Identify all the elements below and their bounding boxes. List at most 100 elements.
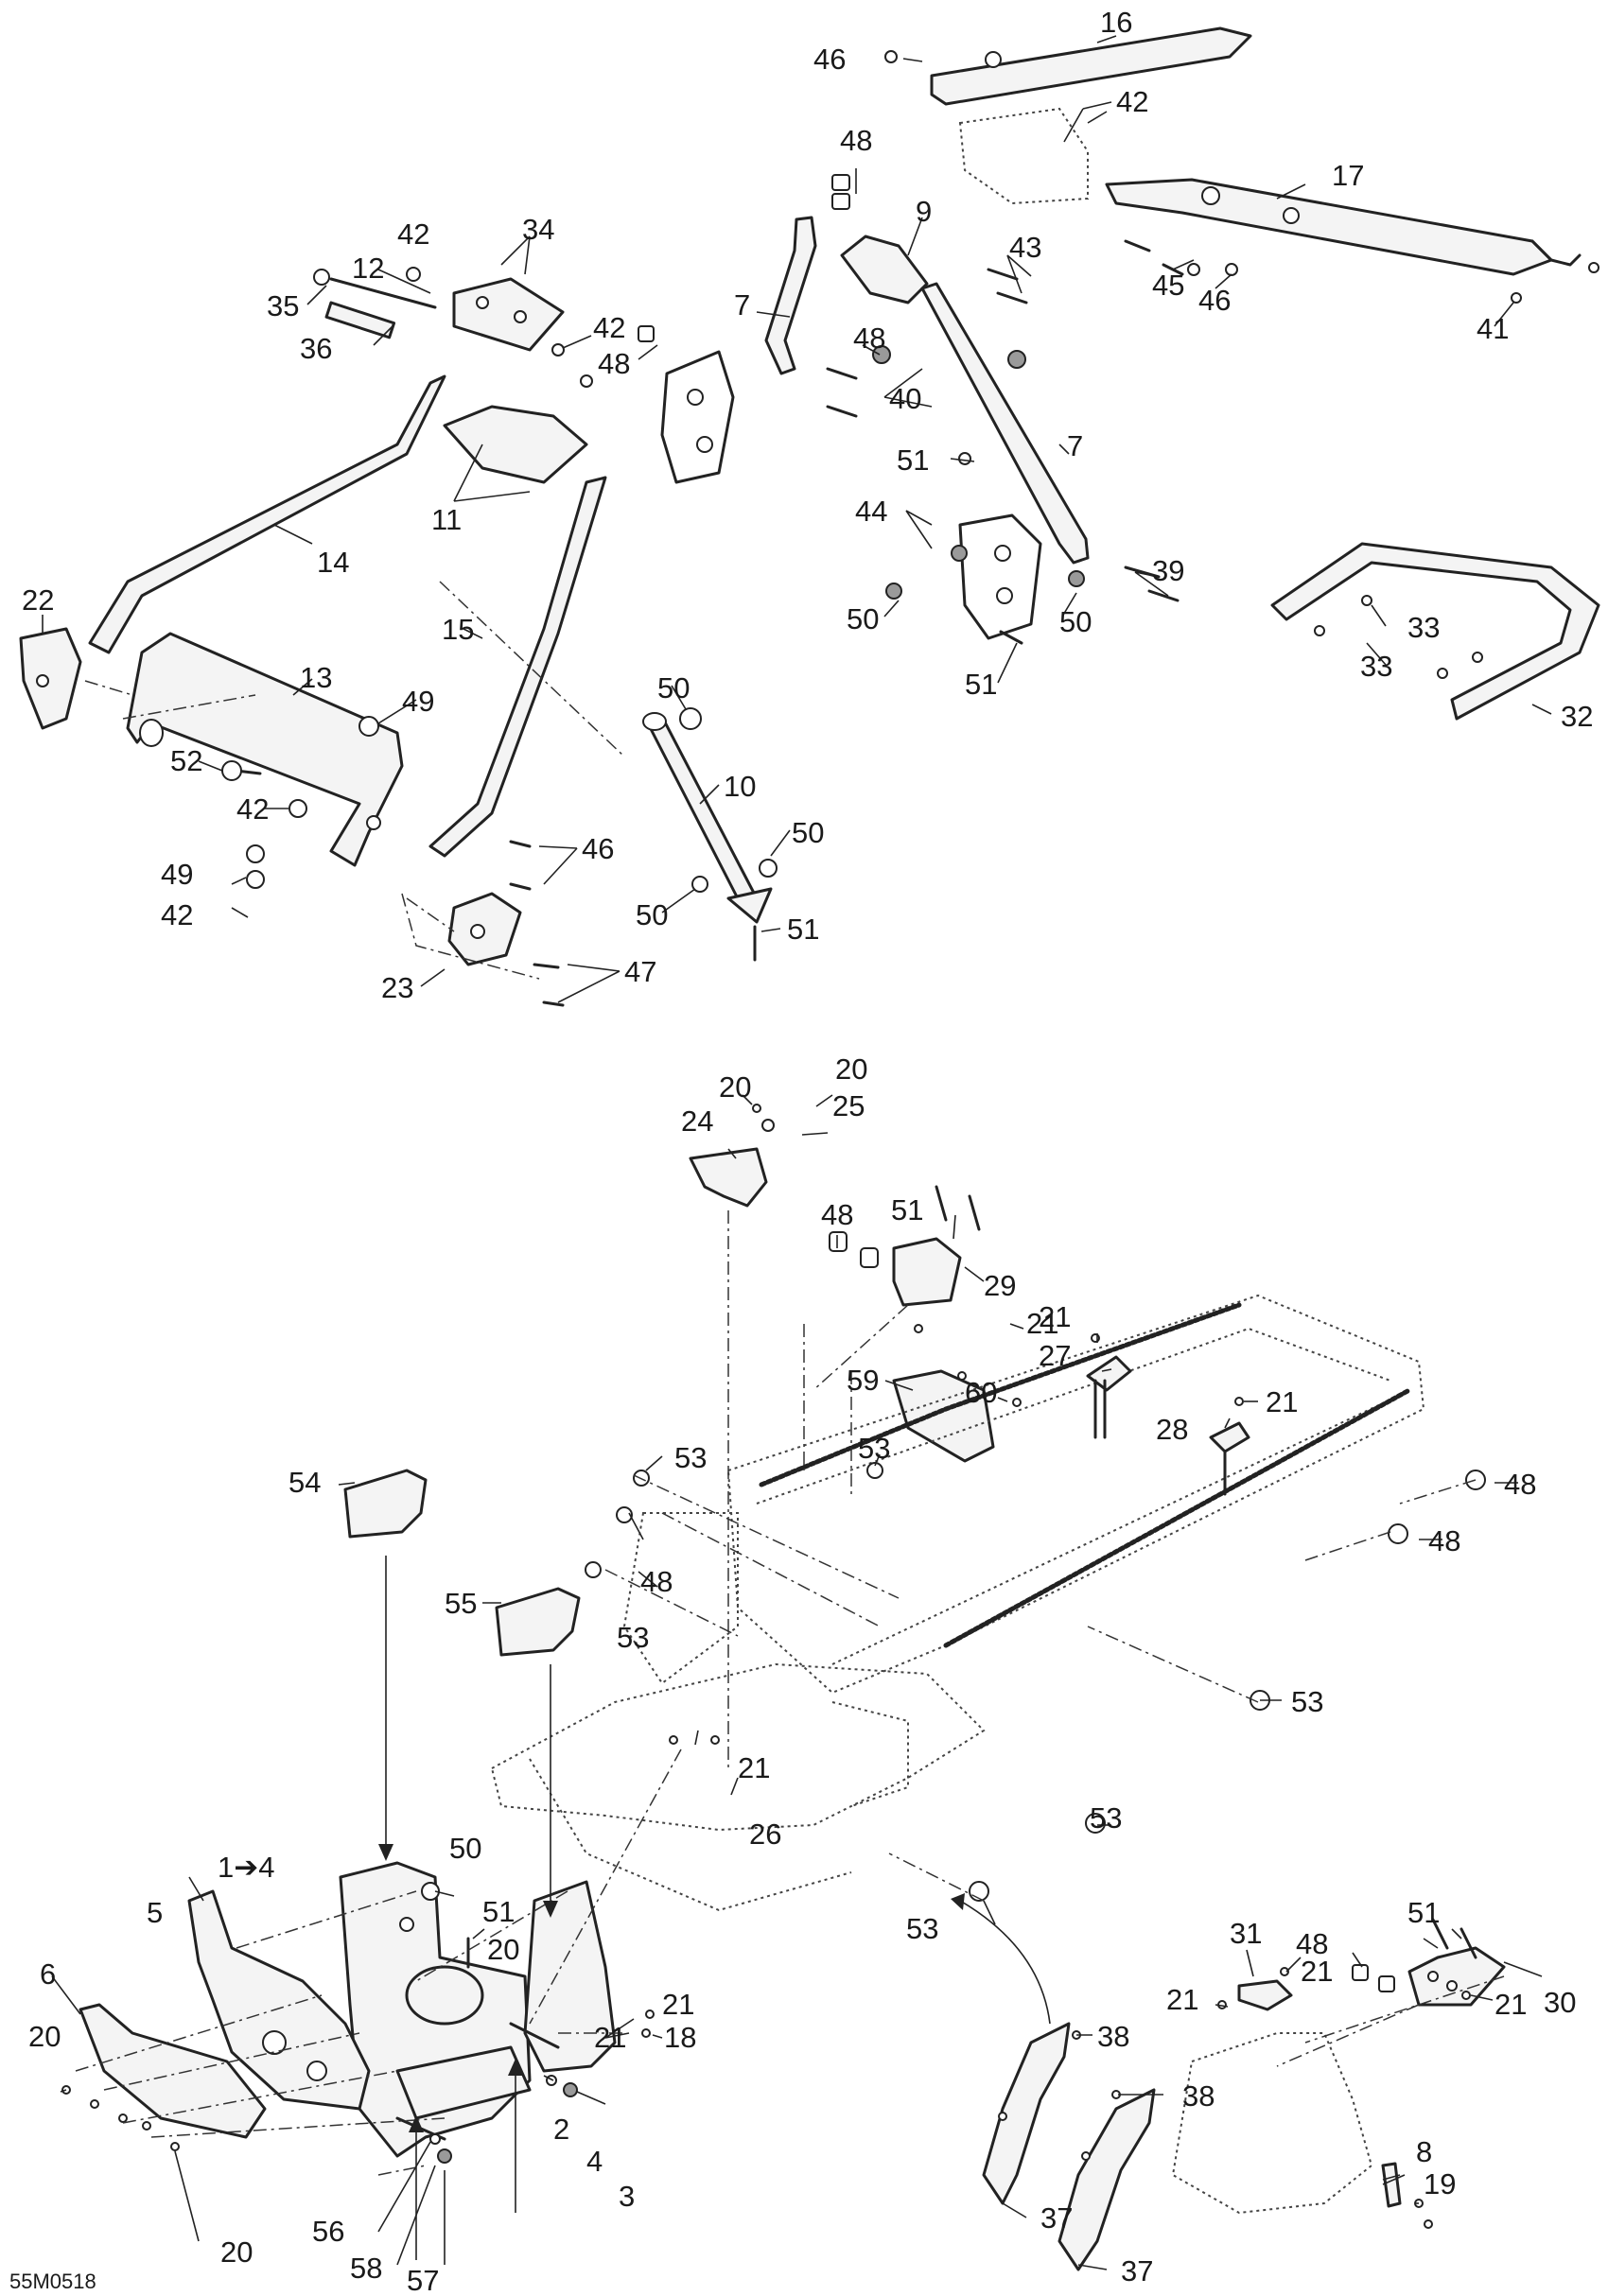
callout-48: 48 <box>1296 1927 1328 1960</box>
callout-37: 37 <box>1040 2201 1073 2235</box>
callout-41: 41 <box>1477 312 1509 345</box>
part-left-plate-upper <box>660 350 735 484</box>
callout-52: 52 <box>170 744 202 777</box>
callout-51: 51 <box>1407 1896 1440 1929</box>
callout-20: 20 <box>719 1070 751 1104</box>
part-28-bracket <box>1209 1421 1250 1496</box>
callout-3: 3 <box>619 2180 635 2213</box>
assembly-arrows <box>378 1556 1406 2260</box>
chassis-tunnel <box>726 1294 1425 1695</box>
callout-53: 53 <box>1291 1685 1323 1718</box>
callout-33: 33 <box>1407 611 1440 644</box>
callout-21: 21 <box>1301 1955 1333 1988</box>
callout-21: 21 <box>738 1751 770 1784</box>
callout-50: 50 <box>792 816 824 849</box>
callout-49: 49 <box>402 685 434 718</box>
rear-panel <box>1171 2032 1373 2215</box>
part-37-38-curved-pad-2 <box>1057 2088 1156 2271</box>
callout-51: 51 <box>482 1895 515 1928</box>
callout-53: 53 <box>906 1912 938 1945</box>
callout-25: 25 <box>832 1089 865 1122</box>
callout-23: 23 <box>381 971 413 1004</box>
part-8-strap <box>1381 2162 1402 2208</box>
callout-48: 48 <box>640 1565 673 1598</box>
callout-21: 21 <box>1039 1300 1071 1333</box>
part-13-cross-member <box>126 632 404 867</box>
callout-57-visible: 57 <box>407 2264 439 2296</box>
callout-16: 16 <box>1100 6 1132 39</box>
callout-48: 48 <box>1428 1524 1460 1557</box>
leader-lines <box>42 35 1552 2270</box>
callout-54: 54 <box>288 1466 321 1499</box>
callout-50: 50 <box>1059 605 1092 638</box>
callout-29: 29 <box>984 1269 1016 1302</box>
callout-20: 20 <box>835 1052 867 1086</box>
part-31-bracket <box>1237 1979 1293 2011</box>
callout-21: 21 <box>1026 1307 1058 1340</box>
callout-48: 48 <box>598 347 630 380</box>
callout-50: 50 <box>657 671 690 704</box>
callout-42: 42 <box>161 898 193 931</box>
part-10-rod <box>642 712 773 924</box>
callout-6: 6 <box>40 1957 56 1991</box>
part-right-plate-upper <box>958 513 1042 640</box>
callout-24: 24 <box>681 1105 713 1138</box>
callout-53: 53 <box>674 1441 707 1474</box>
callout-17: 17 <box>1332 159 1364 192</box>
callout-13: 13 <box>300 661 332 694</box>
callout-48: 48 <box>840 124 872 157</box>
hardware <box>61 50 1599 2229</box>
callout-20: 20 <box>487 1933 519 1966</box>
part-12-plate <box>452 277 565 352</box>
part-37-38-curved-pad-1 <box>982 2022 1071 2205</box>
callout-46: 46 <box>1198 284 1231 317</box>
callout-7: 7 <box>1067 429 1083 462</box>
callout-21: 21 <box>1166 1983 1198 2016</box>
callout-40: 40 <box>889 382 921 415</box>
chassis-front <box>490 1512 986 1912</box>
part-7-left-arm <box>764 216 817 375</box>
callout-32: 32 <box>1561 700 1593 733</box>
callout-55: 55 <box>445 1587 477 1620</box>
callout-48: 48 <box>821 1198 853 1231</box>
callout-20: 20 <box>220 2235 253 2269</box>
callout-30: 30 <box>1544 1986 1576 2019</box>
part-27-bracket <box>1086 1355 1132 1439</box>
part-30-plate <box>1407 1946 1506 2007</box>
callout-42: 42 <box>593 311 625 344</box>
callout-18: 18 <box>664 2021 696 2054</box>
callout-51: 51 <box>891 1193 923 1226</box>
part-5-plate <box>187 1889 371 2111</box>
callout-59: 59 <box>847 1364 879 1397</box>
callout-19: 19 <box>1424 2167 1456 2200</box>
part-55-pad <box>495 1587 581 1657</box>
callout-56: 56 <box>312 2215 344 2248</box>
part-1-4-main-bracket <box>339 1861 532 2158</box>
callout-42: 42 <box>1116 85 1148 118</box>
callout-26: 26 <box>749 1818 781 1851</box>
callout-1-4-arrow: 1➔4 <box>218 1851 274 1884</box>
callout-20: 20 <box>28 2020 61 2053</box>
callout-53: 53 <box>1090 1801 1122 1835</box>
assembly-lines <box>75 581 1505 2176</box>
callout-49: 49 <box>161 858 193 891</box>
callout-42: 42 <box>236 792 269 826</box>
callout-22: 22 <box>22 583 54 617</box>
callout-27: 27 <box>1039 1339 1071 1372</box>
part-9-bracket <box>840 235 929 304</box>
callout-39: 39 <box>1152 554 1184 587</box>
callout-51: 51 <box>897 444 929 477</box>
callout-33: 33 <box>1360 650 1392 683</box>
part-11-plate <box>443 405 588 484</box>
callout-31: 31 <box>1230 1917 1262 1950</box>
callout-21: 21 <box>1494 1988 1527 2021</box>
callout-21: 21 <box>662 1988 694 2021</box>
part-15-frame-right <box>428 476 607 858</box>
callout-2: 2 <box>553 2113 569 2146</box>
callout-46: 46 <box>582 832 614 865</box>
part-7-right-arm <box>920 282 1090 565</box>
callout-21: 21 <box>1266 1385 1298 1418</box>
callout-60: 60 <box>965 1376 997 1409</box>
callout-45: 45 <box>1152 269 1184 302</box>
